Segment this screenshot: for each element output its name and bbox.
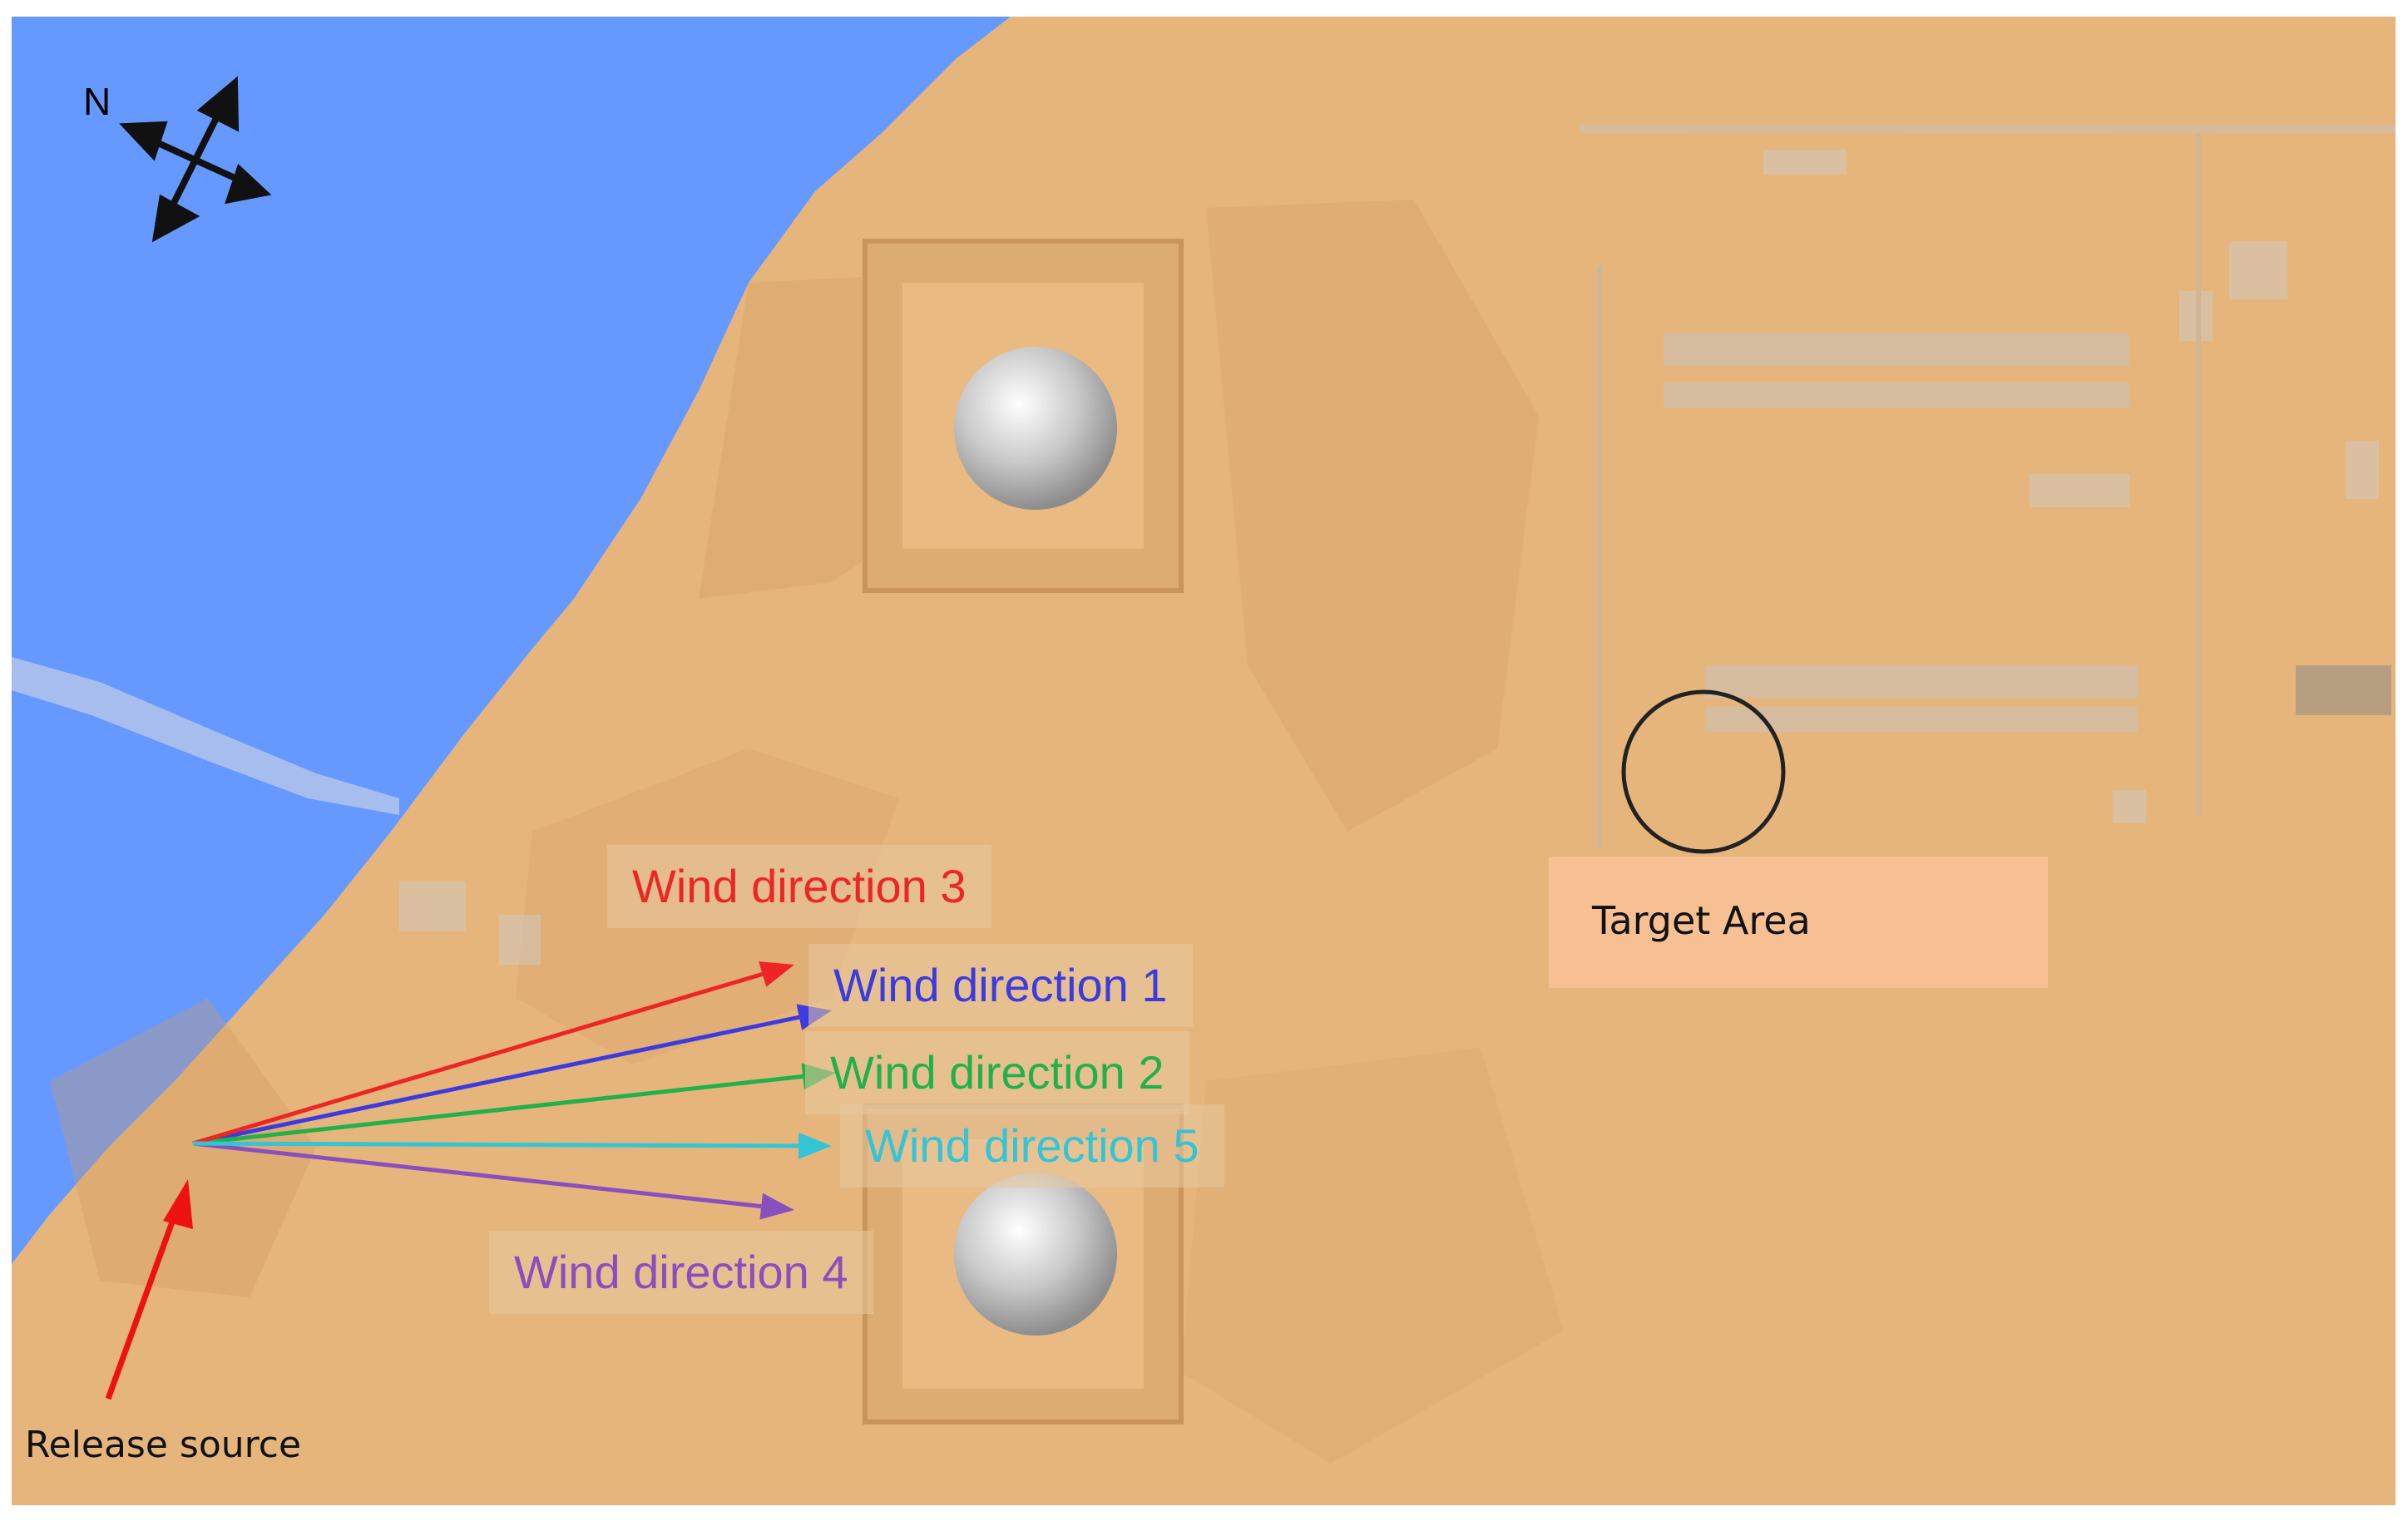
compass-north-label: N <box>83 80 111 123</box>
wind-direction-arrowhead-4 <box>759 1193 794 1220</box>
target-area-marker <box>1621 689 1786 854</box>
storage-tank-upper <box>954 347 1117 510</box>
wind-direction-label-5: Wind direction 5 <box>840 1104 1224 1188</box>
wind-direction-label-3: Wind direction 3 <box>607 845 991 928</box>
water-body <box>12 17 1011 1264</box>
wind-direction-arrow-4 <box>192 1141 762 1209</box>
wind-vectors <box>192 961 836 1220</box>
wind-direction-arrowhead-5 <box>798 1132 832 1159</box>
compass-icon <box>119 76 272 243</box>
release-source-arrow <box>105 1204 181 1400</box>
release-source-label: Release source <box>25 1424 302 1466</box>
wind-direction-arrow-5 <box>192 1141 799 1148</box>
wind-direction-label-2: Wind direction 2 <box>805 1031 1189 1114</box>
industrial-area <box>399 125 2396 965</box>
wind-direction-arrow-1 <box>192 1015 800 1146</box>
wind-direction-arrowhead-3 <box>759 961 794 987</box>
wind-direction-arrow-3 <box>192 972 764 1146</box>
wind-direction-label-1: Wind direction 1 <box>808 944 1193 1027</box>
wind-direction-label-4: Wind direction 4 <box>489 1231 873 1314</box>
target-area-label: Target Area <box>1549 857 2048 988</box>
storage-tank-lower <box>954 1173 1117 1336</box>
wind-direction-arrow-2 <box>192 1074 803 1146</box>
